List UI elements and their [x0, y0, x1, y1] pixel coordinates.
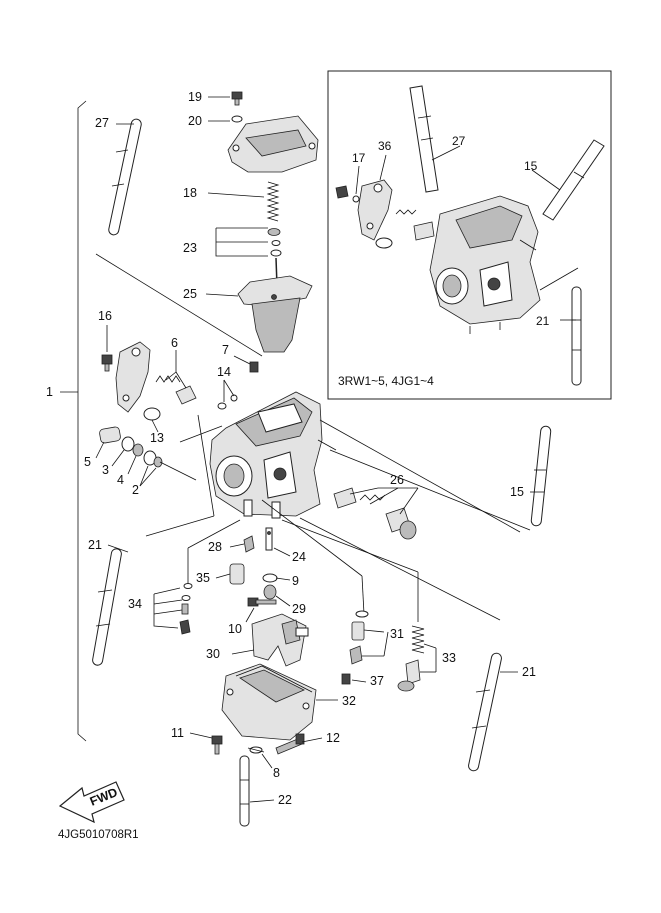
screw-11 — [211, 735, 223, 755]
float-bowl-32 — [221, 663, 317, 741]
callout-27-inset: 27 — [452, 134, 466, 148]
parts-14 — [217, 394, 238, 410]
callout-4: 4 — [117, 473, 124, 487]
screw-10 — [247, 597, 277, 607]
screw-19 — [231, 91, 243, 106]
needle-parts-23 — [267, 228, 282, 257]
diagram-code: 4JG5010708R1 — [58, 829, 139, 841]
inset-tube-27 — [409, 85, 439, 193]
callout-25: 25 — [183, 287, 197, 301]
inset-carburetor-body — [429, 195, 541, 334]
clip-8 — [247, 746, 265, 754]
top-cover — [227, 115, 319, 173]
part-35 — [229, 563, 245, 585]
tube-21-left — [92, 548, 122, 666]
parts-31 — [349, 610, 369, 665]
callout-26: 26 — [390, 473, 404, 487]
float-30 — [251, 613, 309, 667]
callout-18: 18 — [183, 186, 197, 200]
callout-8: 8 — [273, 766, 280, 780]
inset-screw-17 — [335, 185, 349, 199]
callout-15-inset: 15 — [524, 159, 538, 173]
callout-20: 20 — [188, 114, 202, 128]
callout-23: 23 — [183, 241, 197, 255]
screw-12 — [275, 733, 305, 755]
callout-15: 15 — [510, 485, 524, 499]
inset-tube-15 — [542, 139, 605, 221]
screw-7 — [249, 361, 259, 373]
cap-5 — [99, 426, 121, 444]
washer-3 — [121, 436, 135, 452]
part-29 — [263, 584, 277, 600]
part-28 — [243, 535, 255, 553]
callout-30: 30 — [206, 647, 220, 661]
callout-7: 7 — [222, 343, 229, 357]
tube-21-right — [468, 652, 502, 772]
spring-6 — [155, 375, 197, 405]
callout-1: 1 — [46, 385, 53, 399]
parts-33 — [397, 625, 425, 692]
callout-3: 3 — [102, 463, 109, 477]
callout-35: 35 — [196, 571, 210, 585]
callout-11: 11 — [171, 726, 184, 740]
bracket-plate — [115, 341, 151, 413]
parts-34 — [179, 583, 193, 635]
inset-tube-21 — [571, 286, 582, 386]
inset-caption: 3RW1~5, 4JG1~4 — [338, 374, 434, 388]
callout-13: 13 — [150, 431, 164, 445]
callout-21-left: 21 — [88, 538, 102, 552]
screw-16 — [101, 354, 113, 372]
callout-37: 37 — [370, 674, 384, 688]
washer-9 — [262, 573, 278, 583]
assembly-bracket: 1 — [46, 100, 87, 742]
washer-4 — [132, 443, 144, 457]
inset-spring — [395, 209, 435, 241]
inset-bracket-36 — [357, 179, 393, 241]
callout-33: 33 — [442, 651, 456, 665]
parts-26 — [333, 487, 417, 540]
oring-13 — [143, 407, 161, 421]
inset-washer-17 — [352, 195, 360, 203]
callout-19: 19 — [188, 90, 202, 104]
callout-31: 31 — [390, 627, 404, 641]
callout-29: 29 — [292, 602, 306, 616]
callout-10: 10 — [228, 622, 242, 636]
callout-36: 36 — [378, 139, 392, 153]
inset-oring — [375, 237, 393, 249]
fwd-arrow-icon: FWD — [58, 781, 125, 824]
callout-2: 2 — [132, 483, 139, 497]
diaphragm-25 — [237, 275, 313, 353]
callout-28: 28 — [208, 540, 222, 554]
callout-6: 6 — [171, 336, 178, 350]
callout-27: 27 — [95, 116, 109, 130]
callout-21-inset: 21 — [536, 314, 550, 328]
tube-22 — [239, 755, 250, 827]
callout-32: 32 — [342, 694, 356, 708]
washer-20 — [231, 115, 243, 123]
callout-5: 5 — [84, 455, 91, 469]
callout-34: 34 — [128, 597, 142, 611]
callout-24: 24 — [292, 550, 306, 564]
callout-17-inset: 17 — [352, 151, 366, 165]
inset-panel: 36 17 27 15 21 3RW1~5, 4JG1~4 — [327, 70, 612, 400]
callout-12: 12 — [326, 731, 340, 745]
callout-9: 9 — [292, 574, 299, 588]
callout-21-right: 21 — [522, 665, 536, 679]
carburetor-body — [209, 391, 337, 519]
spring-18 — [266, 181, 280, 222]
callout-22: 22 — [278, 793, 292, 807]
screw-2 — [143, 450, 163, 468]
callout-14: 14 — [217, 365, 231, 379]
part-37 — [341, 673, 351, 685]
part-24 — [265, 527, 273, 551]
tube-15 — [530, 425, 552, 527]
callout-16: 16 — [98, 309, 112, 323]
tube-27 — [108, 118, 142, 236]
